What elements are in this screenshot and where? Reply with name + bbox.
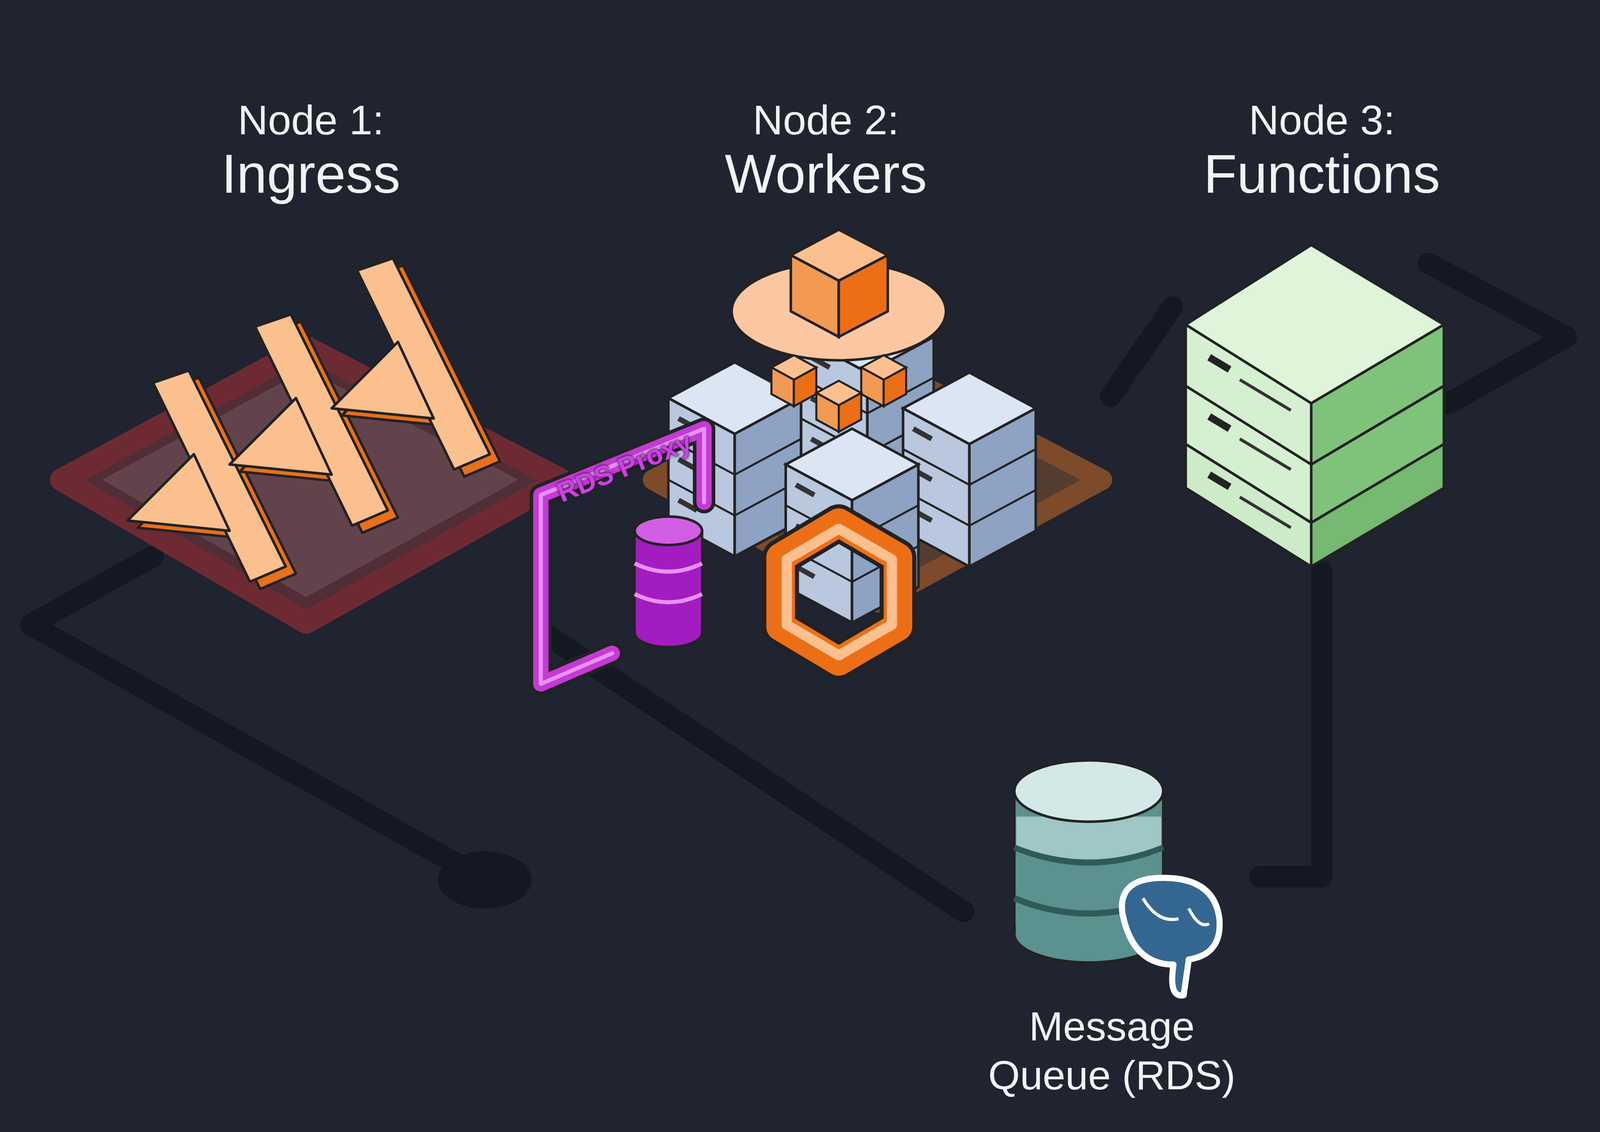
track-connector	[1110, 307, 1173, 397]
workers-illustration	[653, 229, 1103, 662]
functions-illustration	[1185, 244, 1444, 567]
node-title: RDS Proxy	[552, 425, 696, 508]
workers-node: Node 2:WorkersRDS Proxy	[541, 90, 1111, 703]
node-title: Ingress	[221, 143, 401, 205]
track-end-dot	[437, 851, 532, 909]
track-connector	[545, 633, 964, 912]
node-number: Node 2:	[752, 95, 899, 144]
track-connector	[1260, 571, 1323, 877]
message-queue-illustration	[1014, 760, 1220, 996]
functions-node: Node 3:Functions	[1172, 90, 1472, 572]
node-title: Message Queue (RDS)	[969, 1001, 1255, 1100]
rds-proxy-node: RDS Proxy	[536, 417, 712, 693]
ingress-illustration	[61, 258, 562, 623]
node-number: Node 1:	[237, 95, 384, 144]
node-number: Node 3:	[1248, 95, 1395, 144]
ingress-node: Node 1:Ingress	[61, 90, 561, 634]
node-title: Functions	[1203, 143, 1441, 205]
message-queue-node: Message Queue (RDS)	[963, 754, 1261, 1104]
node-title: Workers	[724, 143, 927, 205]
